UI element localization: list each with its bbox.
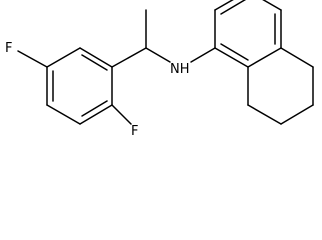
bond — [111, 104, 132, 125]
fluorine-label-bottom: F — [131, 124, 138, 139]
bond — [280, 47, 314, 68]
fluorine-label-top: F — [5, 41, 12, 56]
chemical-structure: F F NH — [5, 0, 314, 139]
bond — [214, 47, 249, 68]
bond — [190, 47, 216, 63]
bonds — [17, 0, 314, 125]
bond — [81, 100, 108, 117]
bond — [220, 43, 249, 61]
bond — [46, 47, 81, 68]
atom-labels: F F NH — [5, 41, 190, 139]
bond — [214, 0, 234, 11]
bond — [46, 104, 81, 125]
amine-label: NH — [170, 62, 190, 77]
bond — [280, 104, 314, 125]
bond — [145, 47, 171, 63]
bond — [81, 54, 108, 71]
bond — [220, 0, 247, 15]
bond — [111, 47, 147, 68]
bond — [247, 47, 282, 68]
bond — [79, 104, 113, 125]
bond — [79, 47, 113, 68]
bond — [247, 104, 282, 125]
bond — [262, 0, 282, 11]
bond — [17, 50, 48, 68]
